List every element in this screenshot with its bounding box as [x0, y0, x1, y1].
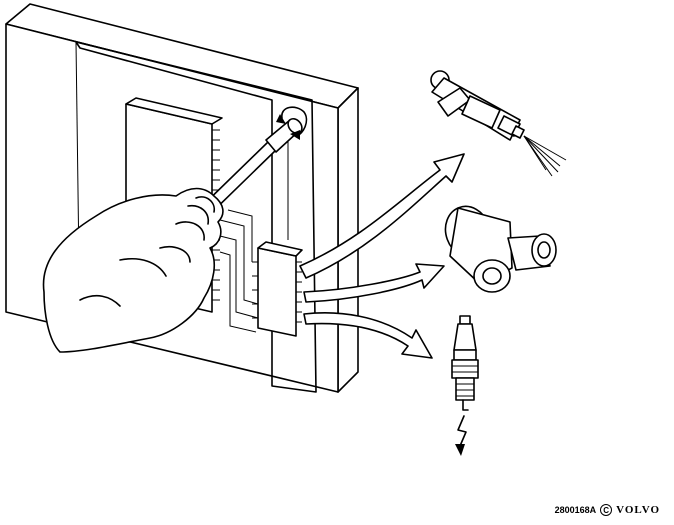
arrow-to-valve [303, 263, 445, 303]
brand-logo: VOLVO [616, 504, 660, 516]
fuel-spray [523, 135, 567, 177]
arrow-to-spark-plug [303, 312, 433, 359]
fuel-injector-icon [430, 70, 567, 177]
hand-with-screwdriver [42, 187, 224, 353]
circuit-traces [219, 130, 289, 333]
figure-reference: 2800168A C VOLVO [555, 504, 660, 516]
spark-plug-icon [451, 315, 479, 411]
idle-air-valve-icon [444, 205, 557, 293]
microchip-small [252, 241, 303, 337]
arrow-to-injector [299, 153, 465, 279]
reference-code: 2800168A [554, 505, 597, 515]
rotate-arrow-icon [276, 106, 308, 140]
copyright-icon: C [600, 504, 613, 516]
spark-bolt-icon [455, 415, 467, 456]
output-arrows [299, 153, 465, 359]
